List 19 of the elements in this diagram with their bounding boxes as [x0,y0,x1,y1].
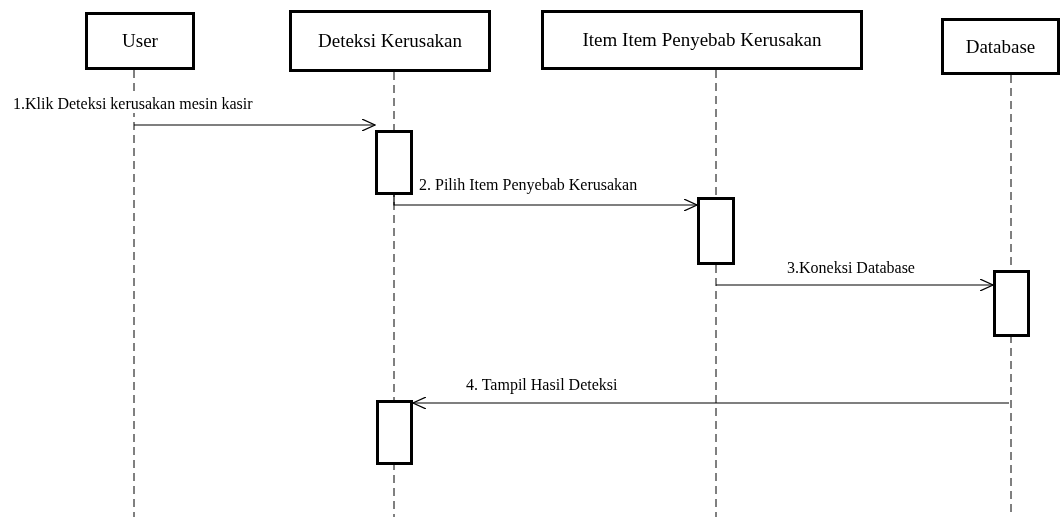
participant-box [289,10,491,72]
participant-name: Database [965,35,1036,58]
participant-box [541,10,863,70]
participant-name: Deteksi Kerusakan [318,30,462,52]
message-arrow [715,278,994,292]
message-arrow [412,396,1010,410]
activation-bar [993,270,1030,337]
edge-label: 4. Tampil Hasil Deteksi [465,376,619,394]
participant-box [85,12,195,70]
message-arrow [133,118,376,132]
participant-name: User [122,30,158,52]
edge-label: 2. Pilih Item Penyebab Kerusakan [418,176,639,194]
activation-bar [376,400,413,465]
participant-box [941,18,1060,75]
edge-label: 1.Klik Deteksi kerusakan mesin kasir [12,95,254,113]
participant-name: Item Item Penyebab Kerusakan [582,29,822,51]
activation-bar [375,130,413,195]
activation-bar [697,197,735,265]
message-arrow [393,194,698,212]
